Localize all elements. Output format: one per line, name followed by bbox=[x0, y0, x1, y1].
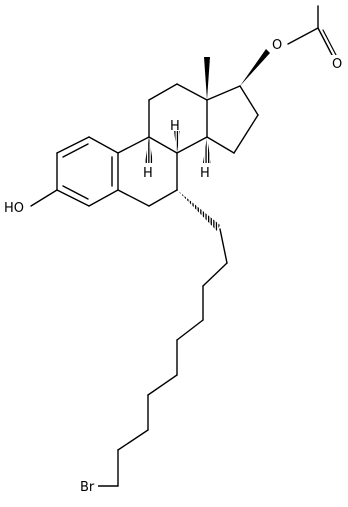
c9-hydrogen-label: H bbox=[143, 166, 153, 181]
ester-oxygen-label: O bbox=[272, 38, 282, 53]
bromine-label-bg bbox=[78, 478, 98, 494]
ester-oxygen-label-bg bbox=[270, 36, 284, 52]
bromine-label: Br bbox=[80, 480, 95, 495]
c14-hydrogen-label: H bbox=[200, 166, 210, 181]
atom-labels: HO O O Br H H H bbox=[2, 36, 344, 495]
c8-hydrogen-label: H bbox=[170, 119, 180, 134]
carbonyl-oxygen-label: O bbox=[332, 57, 342, 72]
carbonyl-oxygen-label-bg bbox=[330, 55, 344, 71]
stereo-bonds bbox=[145, 49, 270, 231]
hydroxyl-label: HO bbox=[4, 201, 24, 216]
bond-lines bbox=[30, 5, 337, 487]
hydroxyl-label-bg bbox=[2, 199, 30, 215]
